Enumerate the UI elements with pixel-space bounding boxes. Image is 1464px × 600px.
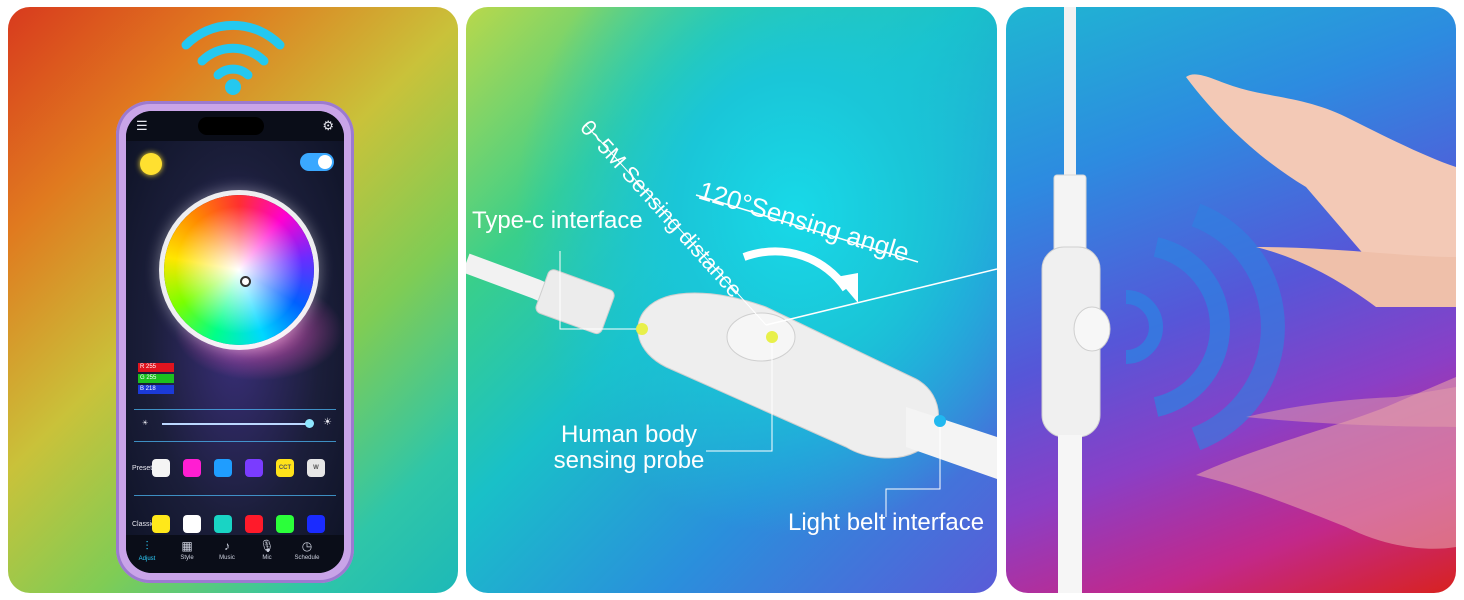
app-screen: ☰ ⚙ R 255 G 255 B 218 ☀ ☀ Preset CCT W Cl… bbox=[126, 111, 344, 573]
menu-icon[interactable]: ☰ bbox=[136, 118, 148, 133]
nav-label: Mic bbox=[262, 555, 272, 561]
upper-hand-thumb bbox=[1256, 247, 1456, 307]
type-c-connector bbox=[535, 269, 615, 335]
nav-schedule[interactable]: ◷ Schedule bbox=[290, 539, 324, 561]
power-toggle[interactable] bbox=[300, 153, 334, 171]
nav-music[interactable]: ♪ Music bbox=[210, 539, 244, 561]
classic-swatch[interactable] bbox=[152, 515, 170, 533]
grid-icon: ▦ bbox=[181, 539, 193, 553]
usb-cable bbox=[466, 253, 559, 307]
smartphone: ☰ ⚙ R 255 G 255 B 218 ☀ ☀ Preset CCT W Cl… bbox=[116, 101, 354, 583]
preset-swatch-label: W bbox=[313, 465, 319, 471]
preset-swatch[interactable] bbox=[183, 459, 201, 477]
distance-line bbox=[585, 124, 767, 326]
wave-2 bbox=[1153, 237, 1230, 417]
angle-ray bbox=[765, 268, 997, 326]
upper-hand bbox=[1186, 74, 1456, 304]
classic-swatch[interactable] bbox=[183, 515, 201, 533]
wave-1 bbox=[1125, 290, 1163, 364]
bottom-nav: ⫶ Adjust ▦ Style ♪ Music 🎙 Mic ◷ Schedule bbox=[126, 535, 344, 573]
nav-mic[interactable]: 🎙 Mic bbox=[250, 539, 284, 561]
motion-illustration bbox=[1041, 7, 1456, 593]
nav-label: Schedule bbox=[294, 555, 320, 561]
divider bbox=[134, 441, 336, 442]
preset-swatch[interactable] bbox=[152, 459, 170, 477]
red-value: R 255 bbox=[138, 363, 174, 372]
light-belt-strip bbox=[1058, 435, 1082, 593]
sensor-illustration bbox=[466, 124, 997, 517]
timer-icon: ◷ bbox=[301, 539, 313, 553]
type-c-leader bbox=[559, 251, 642, 330]
nav-label: Style bbox=[180, 555, 194, 561]
type-c-label: Type-c interface bbox=[472, 207, 643, 234]
light-belt-label: Light belt interface bbox=[788, 509, 985, 536]
brightness-low-icon: ☀ bbox=[142, 420, 149, 427]
wifi-icon bbox=[181, 20, 285, 95]
wave-3 bbox=[1191, 203, 1285, 451]
music-icon: ♪ bbox=[224, 539, 230, 553]
probe-marker bbox=[766, 331, 778, 343]
nav-label: Adjust bbox=[138, 556, 156, 562]
sensor-dome bbox=[1073, 306, 1111, 352]
nav-label: Music bbox=[219, 555, 235, 561]
brightness-slider[interactable] bbox=[162, 423, 312, 425]
green-value: G 255 bbox=[138, 374, 174, 383]
sweep-arrow bbox=[742, 247, 850, 292]
nav-style[interactable]: ▦ Style bbox=[170, 539, 204, 561]
classic-swatch[interactable] bbox=[307, 515, 325, 533]
app-panel: ☰ ⚙ R 255 G 255 B 218 ☀ ☀ Preset CCT W Cl… bbox=[8, 7, 458, 593]
preset-swatch[interactable] bbox=[245, 459, 263, 477]
probe-label-line1: Human body bbox=[560, 421, 698, 448]
blue-value: B 218 bbox=[138, 385, 174, 394]
type-c-marker bbox=[636, 323, 648, 335]
color-picker-handle[interactable] bbox=[240, 276, 251, 287]
sensor-dome bbox=[726, 312, 796, 362]
nav-adjust[interactable]: ⫶ Adjust bbox=[130, 539, 164, 562]
preset-swatch-label: CCT bbox=[278, 465, 292, 471]
motion-panel bbox=[1006, 7, 1456, 593]
brightness-high-icon: ☀ bbox=[323, 417, 332, 428]
classic-label: Classic bbox=[132, 521, 155, 528]
angle-line bbox=[695, 194, 919, 263]
power-button[interactable] bbox=[140, 153, 162, 175]
divider bbox=[134, 495, 336, 496]
preset-label: Preset bbox=[132, 465, 153, 472]
light-belt-leader bbox=[885, 427, 941, 517]
app-header: ☰ ⚙ bbox=[126, 111, 344, 141]
arrow-head bbox=[836, 273, 858, 303]
probe-label-line2: sensing probe bbox=[553, 447, 705, 474]
color-wheel[interactable] bbox=[164, 195, 314, 345]
preset-swatch[interactable]: W bbox=[307, 459, 325, 477]
sliders-icon: ⫶ bbox=[145, 539, 149, 553]
classic-swatch[interactable] bbox=[276, 515, 294, 533]
usb-cable bbox=[1064, 7, 1076, 177]
brightness-slider-handle[interactable] bbox=[305, 419, 314, 428]
light-belt-marker bbox=[934, 415, 946, 427]
light-belt-strip bbox=[906, 407, 997, 479]
divider bbox=[134, 409, 336, 410]
type-c-connector bbox=[1053, 174, 1087, 254]
lower-hand-finger bbox=[1246, 387, 1456, 427]
sensor-panel: Type-c interface 0~5M Sensing distance 1… bbox=[466, 7, 997, 593]
preset-swatch[interactable] bbox=[214, 459, 232, 477]
probe-leader bbox=[706, 343, 773, 452]
camera-notch bbox=[198, 117, 264, 135]
gear-icon[interactable]: ⚙ bbox=[322, 118, 334, 133]
classic-swatch[interactable] bbox=[245, 515, 263, 533]
classic-swatch[interactable] bbox=[214, 515, 232, 533]
mic-icon: 🎙 bbox=[259, 539, 275, 553]
preset-swatch[interactable]: CCT bbox=[276, 459, 294, 477]
